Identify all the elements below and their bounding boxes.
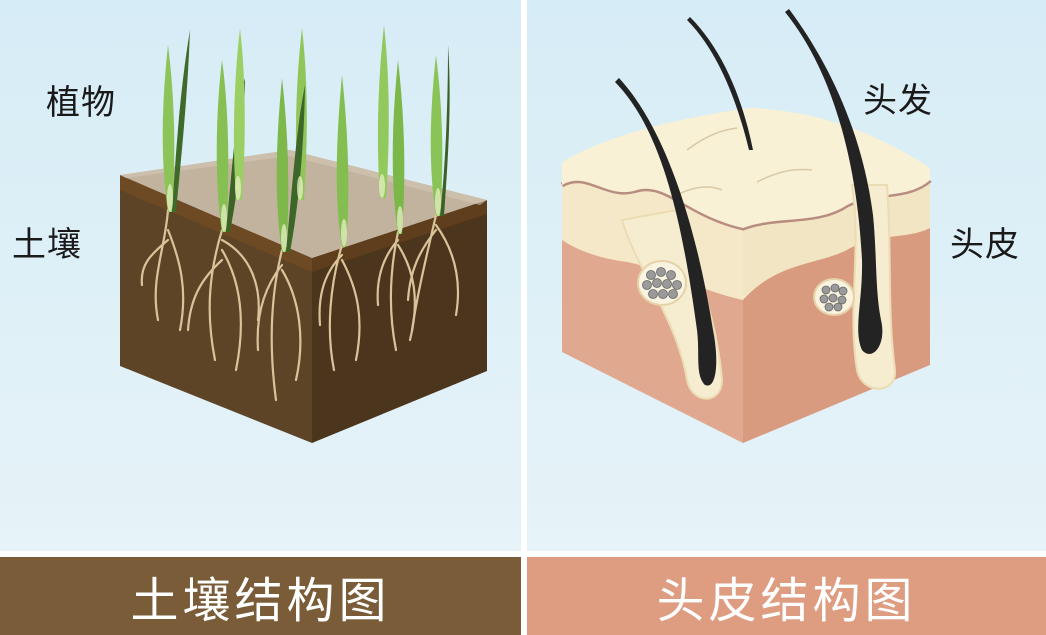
grass-blades — [162, 25, 450, 252]
soil-block-illustration — [120, 25, 487, 443]
plant-label: 植物 — [46, 83, 116, 123]
root-group — [140, 208, 460, 402]
hair-label: 头发 — [863, 81, 933, 121]
soil-caption-bar: 土壤结构图 — [0, 557, 521, 635]
scalp-block-illustration — [560, 9, 932, 443]
scalp-caption-text: 头皮结构图 — [656, 573, 917, 629]
scalp-panel: 头发 头皮 — [527, 0, 1046, 551]
soil-block-right-face — [312, 200, 487, 443]
sebaceous-gland-left — [637, 260, 687, 306]
scalp-caption-bar: 头皮结构图 — [527, 557, 1046, 635]
soil-caption-text: 土壤结构图 — [130, 573, 391, 629]
soil-label: 土壤 — [12, 225, 82, 265]
hair-strands — [615, 9, 883, 386]
soil-panel: 植物 土壤 — [0, 0, 521, 551]
scalp-label: 头皮 — [950, 225, 1020, 265]
sebaceous-gland-right — [813, 278, 855, 316]
